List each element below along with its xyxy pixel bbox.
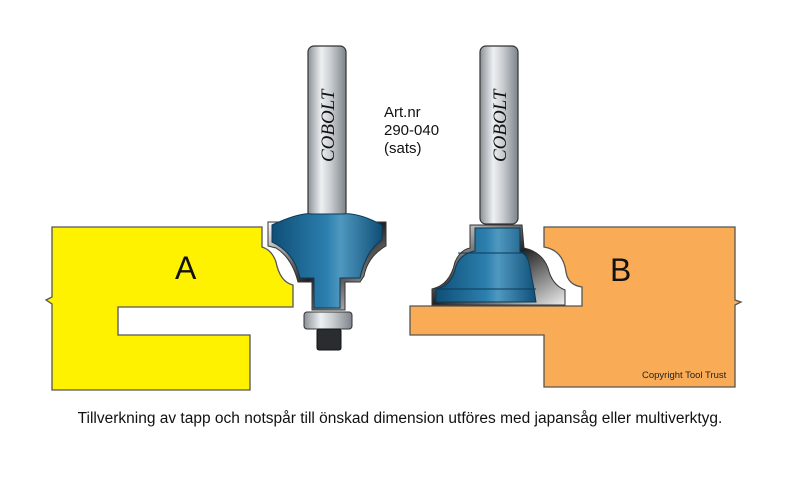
article-label: Art.nr (384, 104, 421, 121)
copyright-text: Copyright Tool Trust (642, 370, 727, 381)
router-bit-left: COBOLT (267, 45, 387, 351)
workpiece-a-label: A (175, 250, 197, 286)
article-number: Art.nr 290-040 (sats) (384, 104, 439, 158)
workpiece-a (44, 226, 294, 391)
brand-logo-left: COBOLT (318, 88, 339, 162)
workpiece-b-label: B (610, 252, 632, 288)
article-code: 290-040 (384, 122, 440, 139)
router-bit-right: COBOLT (431, 45, 566, 306)
article-note: (sats) (384, 140, 422, 157)
caption: Tillverkning av tapp och notspår till ön… (77, 410, 723, 427)
brand-logo-right: COBOLT (490, 88, 511, 162)
workpiece-b (409, 226, 743, 388)
